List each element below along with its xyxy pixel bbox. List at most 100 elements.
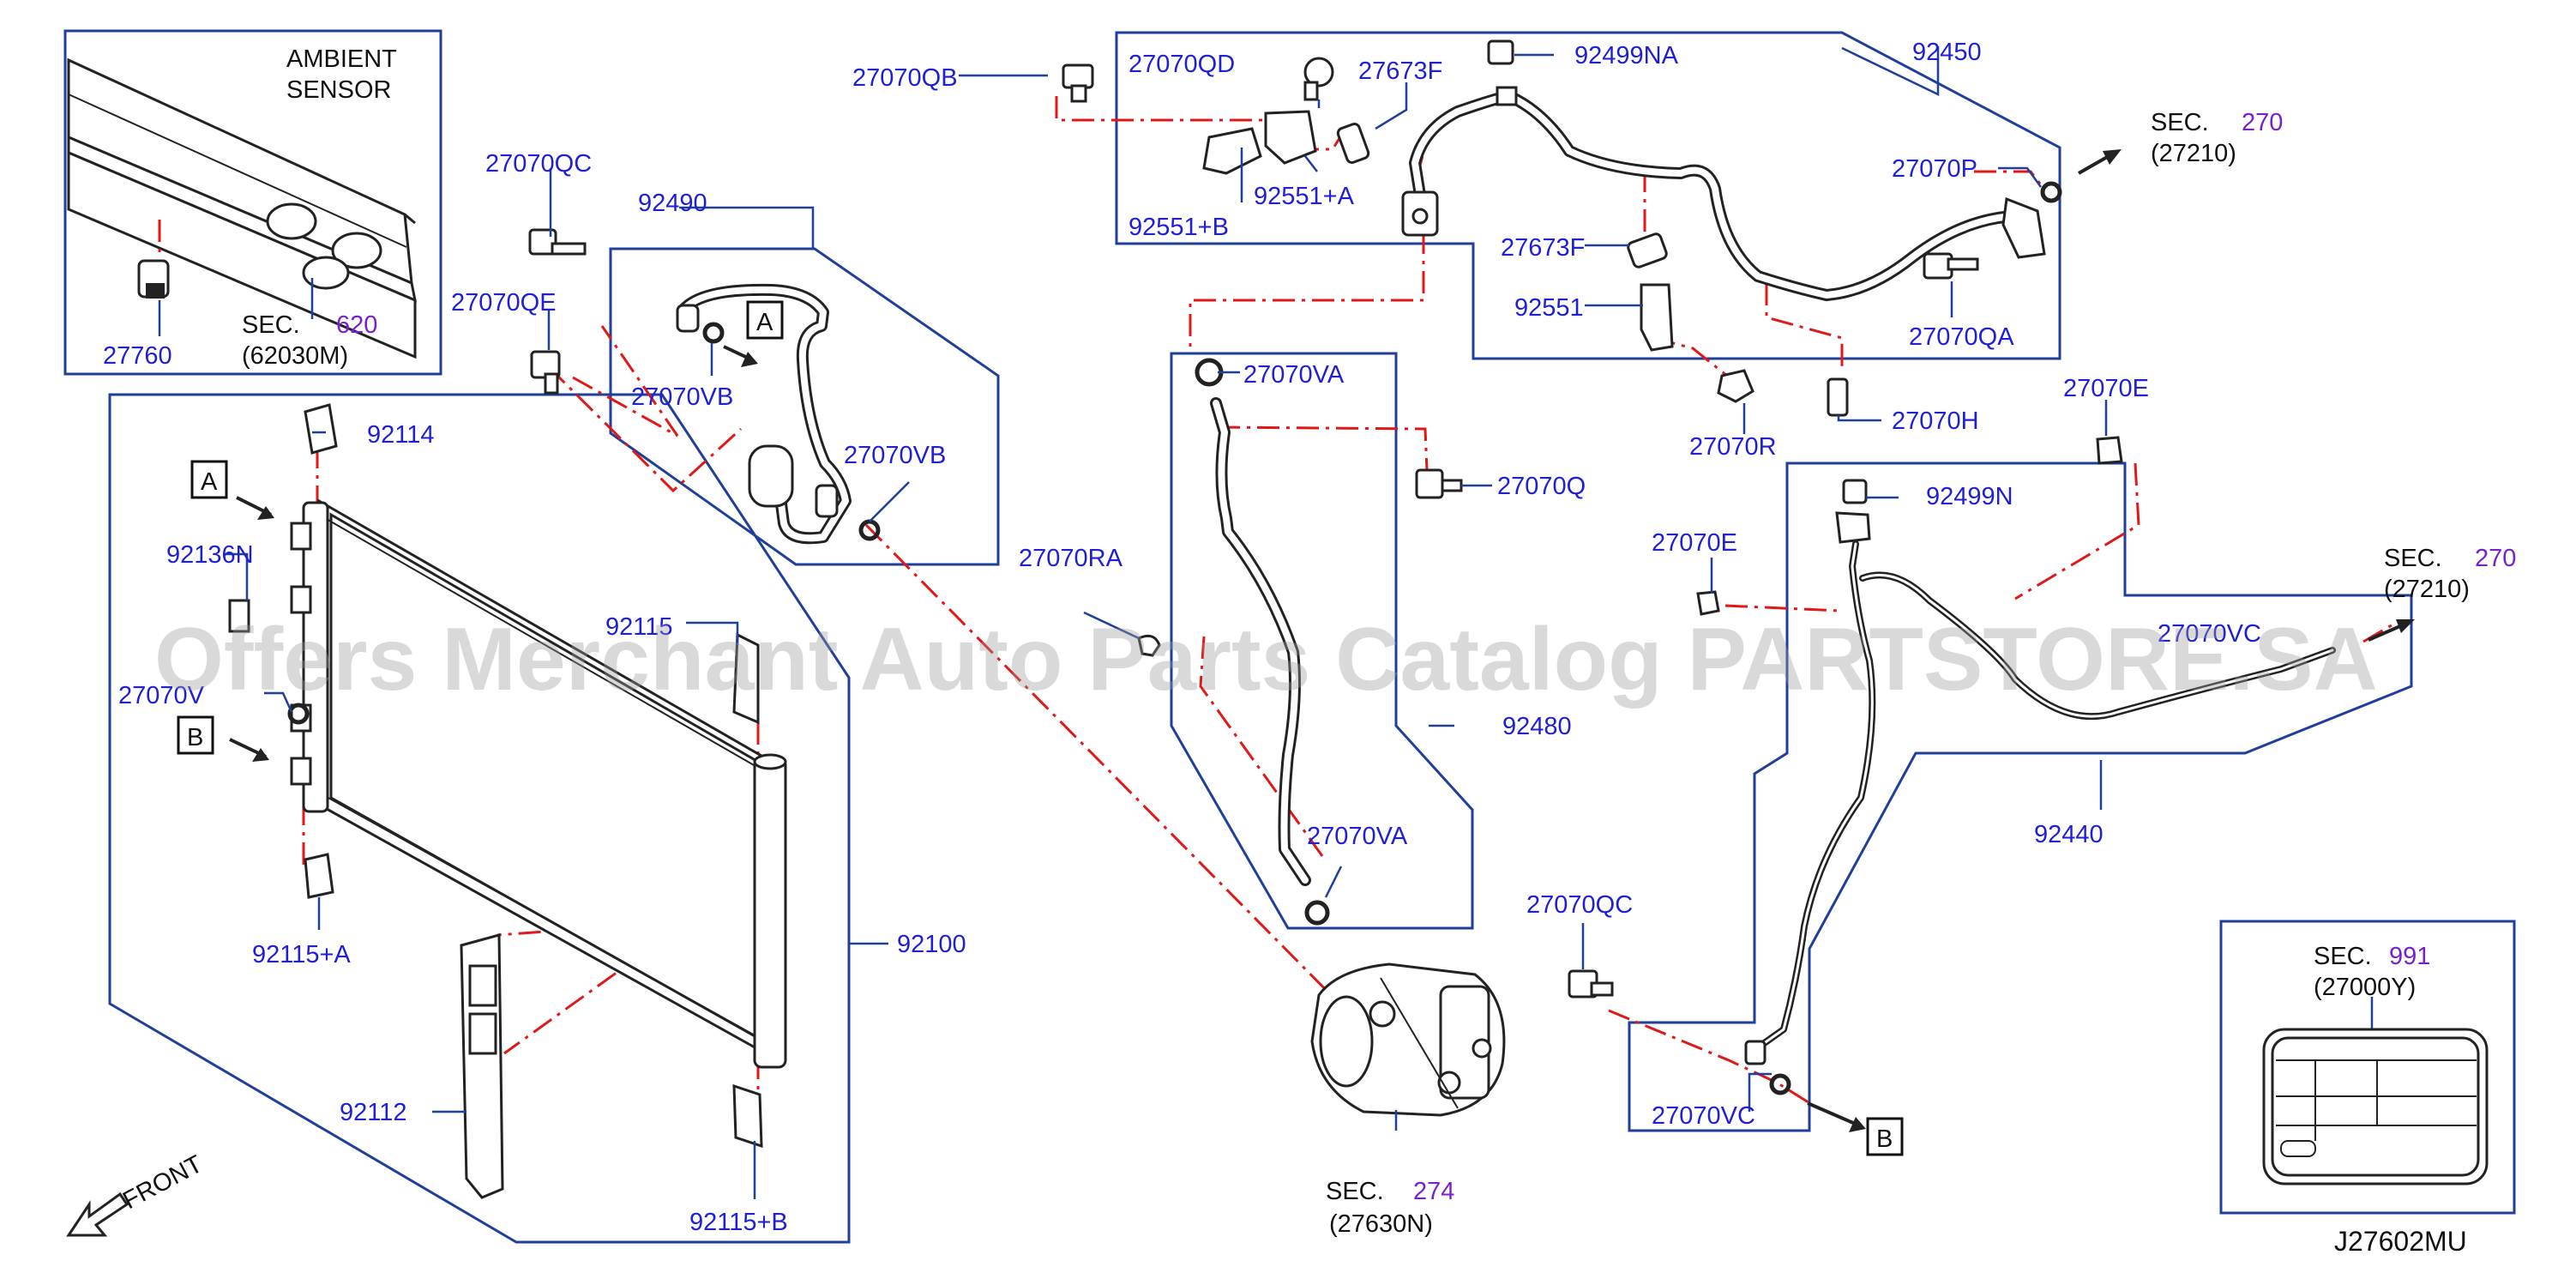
sec-274-code: (27630N) — [1329, 1210, 1433, 1238]
pn-27070QA: 27070QA — [1909, 323, 2014, 351]
pn-27070VB-1: 27070VB — [631, 383, 733, 411]
bolt-27070QC-bottom — [1568, 969, 1614, 998]
sec-274-number: 274 — [1413, 1178, 1454, 1205]
pn-92112: 92112 — [340, 1099, 407, 1126]
pn-92440: 92440 — [2034, 821, 2104, 848]
pn-27070V: 27070V — [118, 682, 205, 709]
sec-991-code: (27000Y) — [2314, 974, 2416, 1001]
clip-27070E-left — [1696, 590, 1720, 616]
bolt-27070QA — [1923, 252, 1979, 280]
pn-92115: 92115 — [605, 613, 673, 641]
front-label: FRONT — [118, 1150, 207, 1215]
view-marker-b-pipe: B — [1876, 1125, 1893, 1153]
pn-92450: 92450 — [1912, 39, 1982, 66]
pn-27070Q: 27070Q — [1497, 473, 1586, 500]
nut-92499NA — [1487, 39, 1514, 65]
pn-27070VC: 27070VC — [1652, 1102, 1755, 1130]
hose-92490-box — [609, 247, 1000, 566]
sec-991-prefix: SEC. — [2314, 943, 2372, 970]
pn-27070QD: 27070QD — [1129, 51, 1235, 78]
view-marker-a-left: A — [201, 468, 218, 496]
pn-27070E-left: 27070E — [1652, 529, 1737, 557]
ambient-sensor-icon — [137, 220, 170, 299]
sec-270-lower-code: (27210) — [2384, 576, 2470, 603]
pn-92480: 92480 — [1502, 713, 1572, 740]
watermark: Offers Merchant Auto Parts Catalog PARTS… — [154, 610, 2378, 709]
pn-92490: 92490 — [638, 190, 707, 217]
pn-92136N: 92136N — [166, 541, 254, 569]
pn-92551: 92551 — [1514, 294, 1584, 322]
bolt-27070QC-top — [528, 228, 587, 256]
sec-620-number: 620 — [336, 311, 377, 339]
label-plate-box — [2219, 920, 2516, 1215]
pn-27070QC-top: 27070QC — [485, 150, 592, 178]
pn-92100: 92100 — [897, 931, 966, 958]
pn-92115B: 92115+B — [689, 1209, 788, 1236]
ambient-sensor-label-1: AMBIENT — [286, 45, 397, 73]
pn-92551B: 92551+B — [1129, 214, 1229, 241]
bolt-27070RA — [1137, 634, 1161, 657]
pipe-92450 — [1202, 86, 2062, 352]
pn-27070VA-2: 27070VA — [1307, 823, 1408, 850]
pn-27070VB-2: 27070VB — [844, 442, 946, 469]
bolt-27070QB — [1062, 63, 1094, 103]
nut-92499N — [1842, 479, 1868, 504]
view-marker-b-left: B — [187, 724, 203, 751]
pn-27070H: 27070H — [1892, 407, 1979, 435]
view-markers: A B A B — [177, 300, 1904, 1156]
pn-27070QC-bottom: 27070QC — [1526, 891, 1633, 919]
sec-620-prefix: SEC. — [242, 311, 300, 339]
hose-92480-box — [1170, 352, 1474, 930]
compressor — [1310, 962, 1506, 1117]
fasteners — [228, 39, 2123, 998]
pn-92499N: 92499N — [1926, 483, 2013, 510]
sec-274-prefix: SEC. — [1326, 1178, 1384, 1205]
sec-991-number: 991 — [2389, 943, 2430, 970]
condenser-92100-box — [108, 393, 851, 1244]
pn-92115A: 92115+A — [252, 941, 351, 968]
hose-92490 — [676, 283, 881, 545]
pn-27070VC-partial: 27070VC — [2158, 620, 2261, 648]
air-guide-92112 — [460, 933, 504, 1199]
arrows — [229, 149, 2415, 1132]
condenser — [290, 498, 787, 1069]
connector-92136N — [228, 599, 250, 633]
pn-27070QB: 27070QB — [852, 64, 958, 92]
bracket-92115B — [732, 1083, 763, 1149]
bolt-27070QD — [1303, 57, 1334, 101]
pn-92499NA: 92499NA — [1574, 42, 1679, 69]
sec-270-lower-number: 270 — [2475, 545, 2516, 572]
pn-27673F-1: 27673F — [1358, 57, 1442, 85]
orings-27070V — [287, 703, 310, 725]
pn-27070E-right: 27070E — [2063, 375, 2149, 402]
view-marker-a-hose: A — [756, 309, 773, 336]
pn-92551A: 92551+A — [1254, 183, 1355, 210]
group-boxes — [63, 29, 2516, 1244]
nut-27070R — [1717, 369, 1754, 403]
sec-270-upper-code: (27210) — [2151, 140, 2236, 167]
sec-270-upper-number: 270 — [2242, 109, 2283, 136]
clip-27070H — [1827, 377, 1849, 417]
pn-27070P: 27070P — [1892, 155, 1977, 183]
bumper-reinforcement — [67, 57, 418, 359]
bracket-92114 — [304, 403, 338, 455]
clip-27070E-right — [2096, 436, 2123, 465]
leader-lines — [158, 46, 2374, 1199]
pn-27070R: 27070R — [1689, 433, 1777, 461]
front-arrow — [66, 1192, 129, 1237]
label-plate — [2262, 1028, 2489, 1186]
pn-27070VA-1: 27070VA — [1243, 361, 1345, 389]
bolt-27070Q — [1415, 468, 1463, 499]
bracket-92115 — [732, 632, 760, 725]
pipe-92440 — [1744, 511, 2336, 1095]
pn-27070QE: 27070QE — [451, 289, 557, 317]
pipe-92450-box — [1115, 31, 2061, 360]
pn-92114: 92114 — [367, 421, 435, 449]
sec-270-lower-prefix: SEC. — [2384, 545, 2442, 572]
drawing-code: J27602MU — [2334, 1226, 2467, 1257]
pn-27673F-2: 27673F — [1501, 234, 1585, 262]
pipe-92440-box — [1628, 462, 2413, 1132]
sec-620-code: (62030M) — [242, 342, 348, 370]
bolt-27070QE — [530, 350, 561, 395]
